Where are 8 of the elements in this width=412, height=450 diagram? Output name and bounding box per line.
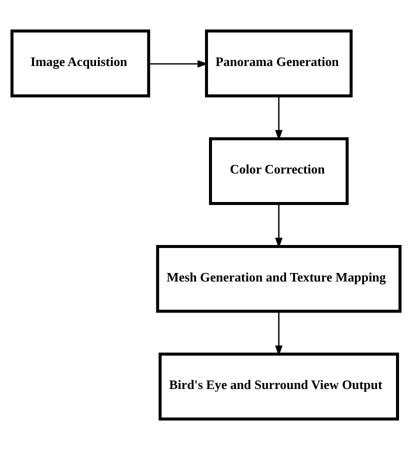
node-box: Image Acquistion	[10, 30, 150, 98]
node-box: Panorama Generation	[205, 30, 353, 98]
node-box: Bird's Eye and Surround View Output	[158, 352, 399, 420]
arrow	[275, 96, 283, 141]
node-box: Color Correction	[209, 137, 349, 206]
node-box: Mesh Generation and Texture Mapping	[156, 244, 402, 313]
arrow	[275, 311, 283, 356]
arrow	[275, 204, 283, 248]
